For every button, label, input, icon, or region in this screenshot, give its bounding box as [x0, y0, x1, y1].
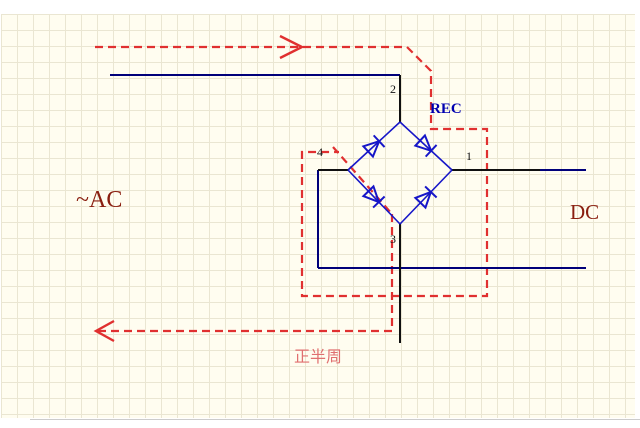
- dc-label: DC: [570, 200, 599, 224]
- bottom-divider: [30, 419, 640, 420]
- bridge-edge-lower-left: [347, 169, 401, 225]
- diode-lower-left: [361, 184, 386, 209]
- wires: [110, 74, 586, 269]
- bridge-rectifier: [347, 121, 453, 225]
- pin-number-4: 4: [317, 145, 323, 159]
- diode-lower-right: [413, 185, 438, 210]
- current-path-top-and-right: [95, 45, 489, 298]
- diode-upper-left: [361, 134, 386, 159]
- pin-number-1: 1: [466, 149, 472, 163]
- bridge-edge-upper-left: [347, 121, 401, 171]
- current-path-return: [97, 214, 394, 333]
- bridge-edge-upper-right: [399, 121, 453, 171]
- pin-leads: [318, 75, 540, 343]
- rec-label: REC: [430, 101, 462, 117]
- current-arrow-left-icon: [93, 319, 115, 343]
- current-path-bridge-diagonal: [332, 146, 393, 215]
- half-cycle-label: 正半周: [294, 347, 342, 366]
- diode-upper-right: [413, 133, 438, 158]
- pin-number-3: 3: [390, 232, 396, 246]
- ac-label: ~AC: [76, 187, 122, 213]
- bridge-edge-lower-right: [399, 169, 453, 225]
- current-arrow-right-icon: [279, 34, 305, 60]
- pin-number-2: 2: [390, 82, 396, 96]
- current-flow-path: [93, 34, 489, 343]
